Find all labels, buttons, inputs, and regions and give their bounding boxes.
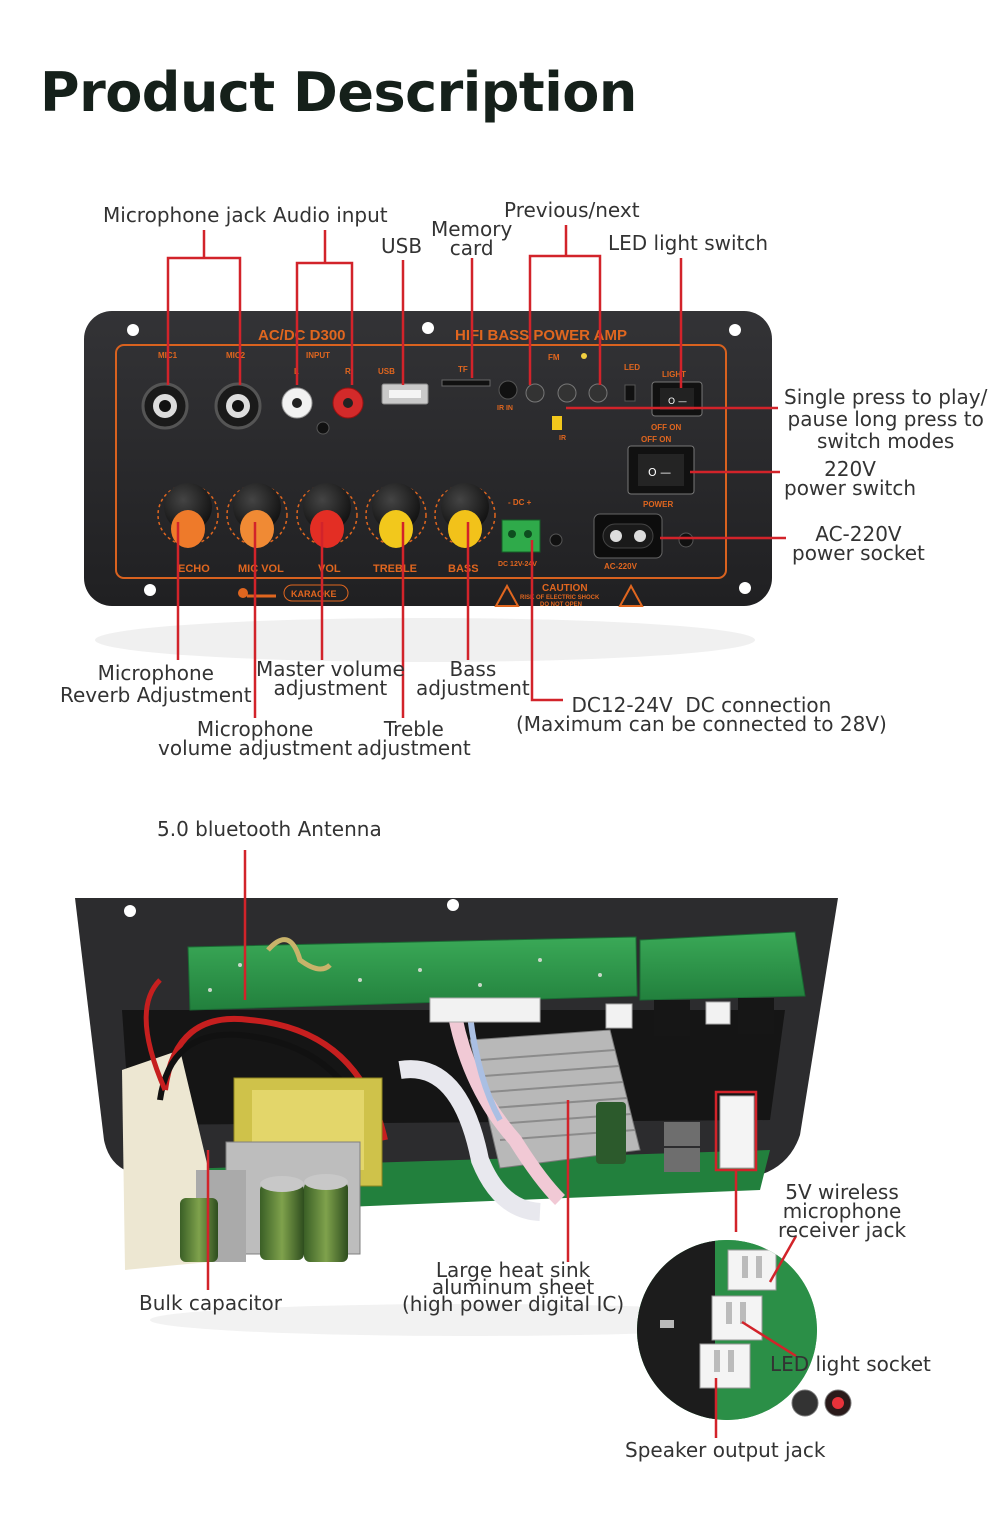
input-print: INPUT [306, 351, 330, 360]
led-jack[interactable] [624, 384, 636, 402]
svg-text:DC 12V-24V: DC 12V-24V [498, 561, 537, 568]
label-power-socket: AC-220V power socket [792, 522, 925, 565]
svg-text:IR: IR [559, 435, 566, 442]
label-heat-sink: Large heat sink aluminum sheet (high pow… [402, 1258, 625, 1316]
prev-button[interactable] [525, 383, 545, 403]
svg-text:O —: O — [648, 466, 671, 479]
warning-icon [494, 583, 520, 607]
label-wireless-mic-jack: 5V wireless microphone receiver jack [778, 1180, 907, 1242]
next-button[interactable] [588, 383, 608, 403]
usb-port[interactable] [381, 383, 429, 405]
mic-volume-knob[interactable] [226, 483, 288, 548]
front-panel: AC/DC D300 HIFI BASS POWER AMP MIC1 MIC2… [84, 311, 772, 662]
microphone-icon [238, 588, 248, 598]
svg-text:RISK OF ELECTRIC SHOCK: RISK OF ELECTRIC SHOCK [520, 595, 600, 601]
treble-knob[interactable] [365, 483, 427, 548]
svg-text:TREBLE: TREBLE [373, 563, 417, 575]
svg-text:MIC VOL: MIC VOL [238, 563, 284, 575]
svg-text:ECHO: ECHO [178, 563, 210, 575]
knob-row [157, 483, 496, 548]
label-led-socket: LED light socket [770, 1352, 931, 1376]
internal-board-photo [75, 885, 852, 1420]
screw-hole-icon [770, 885, 782, 897]
dc-terminal[interactable] [501, 519, 541, 553]
svg-text:USB: USB [378, 367, 395, 376]
label-speaker-jack: Speaker output jack [625, 1438, 826, 1462]
svg-text:LED: LED [624, 363, 640, 372]
caution-notice: CAUTION RISK OF ELECTRIC SHOCK DO NOT OP… [494, 583, 644, 608]
svg-text:R: R [345, 367, 351, 376]
volume-knob[interactable] [296, 483, 358, 548]
svg-text:DO NOT OPEN: DO NOT OPEN [540, 602, 582, 608]
echo-knob[interactable] [157, 483, 219, 548]
screw-hole-icon [144, 584, 156, 596]
screw-hole-icon [127, 324, 139, 336]
front-callout-lines [166, 225, 786, 718]
label-antenna: 5.0 bluetooth Antenna [157, 817, 382, 841]
mic2-jack[interactable]: MIC2 [214, 351, 262, 430]
internal-callout-lines [206, 850, 798, 1438]
svg-text:TF: TF [458, 365, 468, 374]
label-audio-input: Audio input [273, 203, 388, 227]
warning-icon [618, 583, 644, 607]
label-previous-next: Previous/next [504, 198, 640, 222]
karaoke-logo: KARAOKE [238, 584, 349, 602]
ir-receiver [552, 416, 562, 430]
label-play-pause: Single press to play/ pause long press t… [784, 385, 988, 453]
label-microphone-jack: Microphone jack [103, 203, 267, 227]
screw-hole-icon [729, 324, 741, 336]
svg-text:IR IN: IR IN [497, 405, 513, 412]
tf-card-slot[interactable] [441, 379, 491, 387]
svg-text:CAUTION: CAUTION [542, 583, 588, 594]
screw-hole-icon [422, 322, 434, 334]
label-mic-volume: Microphone volume adjustment [158, 717, 353, 760]
page-title: Product Description [40, 61, 637, 124]
bluetooth-board [187, 931, 806, 1036]
screw-hole-icon [447, 899, 459, 911]
label-led-light-switch: LED light switch [608, 231, 769, 255]
svg-text:KARAOKE: KARAOKE [291, 589, 337, 599]
led-bulb-icon [791, 1389, 819, 1417]
label-bass: Bass adjustment [416, 657, 530, 700]
rca-left-jack[interactable] [281, 387, 313, 419]
screw-hole-icon [739, 582, 751, 594]
rca-right-jack[interactable] [332, 387, 364, 419]
svg-text:VOL: VOL [318, 563, 341, 575]
power-switch[interactable]: O — [627, 445, 695, 495]
svg-text:- DC +: - DC + [508, 498, 532, 507]
ac-power-socket[interactable] [593, 513, 663, 559]
svg-text:BASS: BASS [448, 563, 479, 575]
label-power-switch: 220V power switch [784, 457, 917, 500]
svg-text:LIGHT: LIGHT [662, 370, 686, 379]
svg-text:MIC2: MIC2 [226, 351, 246, 360]
mic1-jack[interactable]: MIC1 [141, 351, 189, 430]
svg-text:AC-220V: AC-220V [604, 562, 638, 571]
svg-text:OFF ON: OFF ON [641, 435, 671, 444]
svg-text:FM: FM [548, 353, 560, 362]
label-dc-connection: DC12-24V DC connection (Maximum can be c… [516, 693, 887, 736]
svg-text:O —: O — [668, 397, 687, 407]
ir-in-jack[interactable] [498, 380, 518, 400]
label-usb: USB [381, 234, 423, 258]
bass-knob[interactable] [434, 483, 496, 548]
label-master-volume: Master volume adjustment [256, 657, 405, 700]
model-print: AC/DC D300 [258, 327, 346, 344]
svg-text:OFF ON: OFF ON [651, 423, 681, 432]
play-pause-button[interactable] [557, 383, 577, 403]
label-treble: Treble adjustment [357, 717, 471, 760]
svg-text:POWER: POWER [643, 500, 673, 509]
screw-hole-icon [124, 905, 136, 917]
led-light-switch[interactable]: O — [651, 381, 703, 417]
brand-print: HIFI BASS POWER AMP [455, 327, 627, 344]
label-memory-card: Memory card [431, 217, 513, 260]
label-bulk-capacitor: Bulk capacitor [139, 1291, 282, 1315]
label-mic-reverb: Microphone Reverb Adjustment [60, 661, 252, 707]
connector-zoom-inset [637, 1240, 817, 1420]
